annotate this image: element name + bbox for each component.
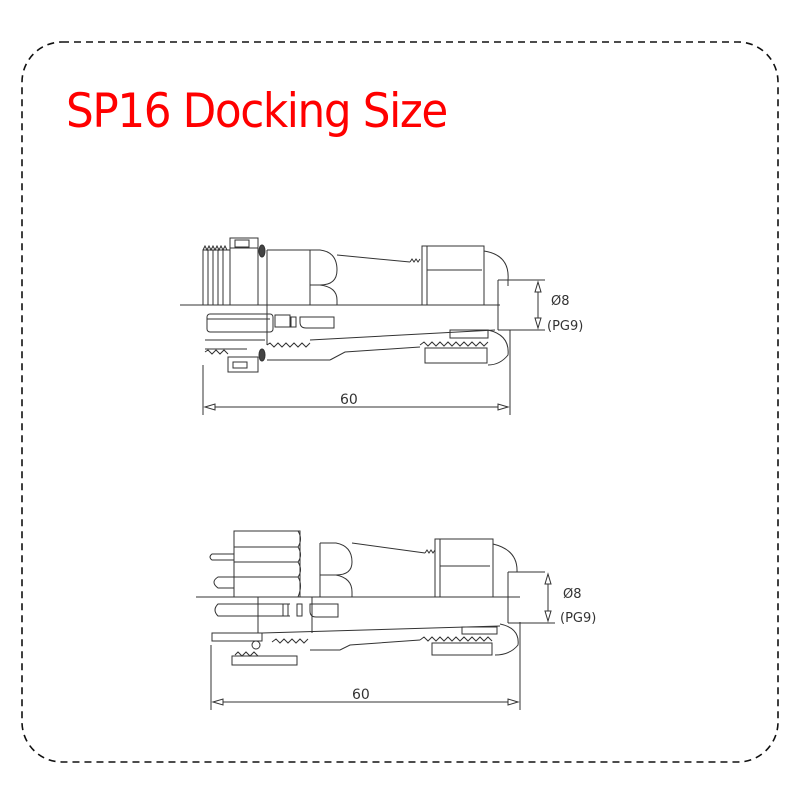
top-thread-label: (PG9) bbox=[547, 319, 583, 334]
bottom-diameter-label: Ø8 bbox=[563, 587, 582, 602]
top-connector-drawing bbox=[180, 237, 545, 415]
bottom-length-label: 60 bbox=[352, 687, 370, 703]
top-diameter-label: Ø8 bbox=[551, 294, 570, 309]
page-title: SP16 Docking Size bbox=[66, 84, 448, 139]
bottom-connector-drawing bbox=[196, 530, 555, 710]
top-length-label: 60 bbox=[340, 392, 358, 408]
bottom-thread-label: (PG9) bbox=[560, 611, 596, 626]
